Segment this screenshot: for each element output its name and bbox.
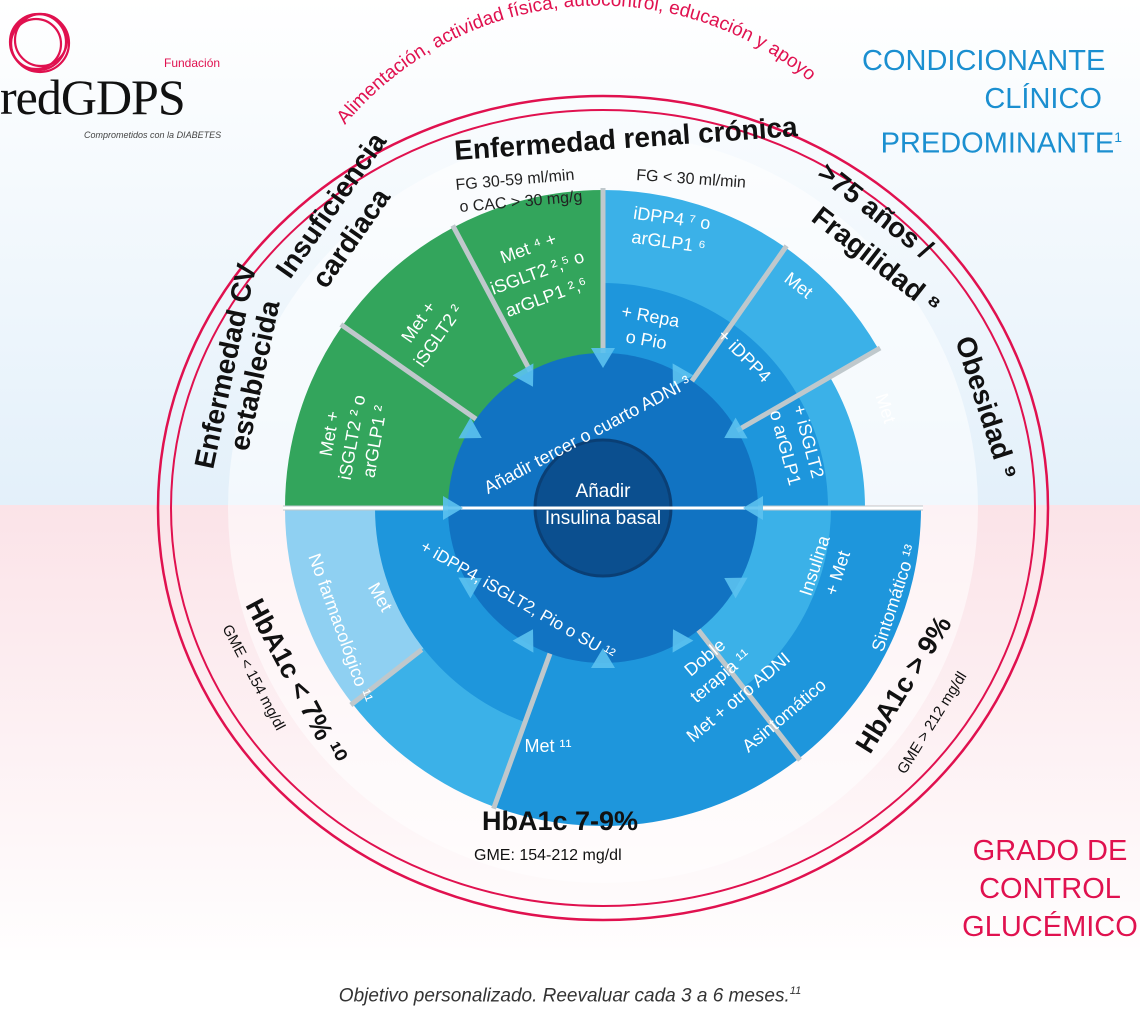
sector-ic [342,227,533,422]
middle-obes [732,395,828,508]
arrow-notch-icon [672,363,694,387]
separator-line [696,628,802,762]
hba1c-mid-sub: GME: 154-212 mg/dl [474,847,622,864]
middle-low-left [375,508,552,723]
flow-arrows [443,348,763,668]
arrow-notch-icon [458,417,482,439]
logo-name: redGDPS [0,69,186,125]
arrow-notch-icon [512,363,534,387]
heading-clinical-2: CLÍNICO [984,83,1102,115]
arrow-notch-icon [724,577,748,599]
outer-met-mid: Met ¹¹ [525,736,572,756]
sector-separators [283,188,923,810]
heading-glycemic: GRADO DE CONTROL GLUCÉMICO [960,832,1140,946]
arrow-notch-icon [743,496,763,520]
sector-cv [285,325,481,508]
logo-fundacion: Fundación [164,56,221,70]
logo-tagline: Comprometidos con la DIABETES [84,130,221,140]
heading-glycemic-2: CONTROL [979,873,1121,905]
arrow-notch-icon [591,648,615,668]
hba1c-mid: HbA1c 7-9% [482,806,638,836]
middle-ring [375,283,831,723]
arrow-notch-icon [512,629,534,653]
heading-clinical-3: PREDOMINANTE1 [880,127,1122,160]
middle-top-right [603,283,798,433]
heading-clinical-1: CONDICIONANTE [862,45,1106,77]
sector-asint [494,626,799,826]
arrow-notch-icon [591,348,615,368]
separator-line [491,652,553,810]
separator-line [735,345,882,433]
outer-red-ring [156,94,1050,922]
arrow-notch-icon [724,417,748,439]
arrow-notch-icon [458,577,482,599]
footer-band [0,960,1140,1028]
separator-line [349,647,424,707]
heading-clinical: CONDICIONANTE CLÍNICO PREDOMINANTE1 [862,42,1122,163]
middle-insulina [695,508,831,688]
core-line1: Añadir [576,481,632,502]
separator-line [450,224,533,373]
heading-glycemic-3: GLUCÉMICO [962,911,1138,943]
logo-rings-icon [8,12,71,74]
footer-note: Objetivo personalizado. Reevaluar cada 3… [338,985,802,1007]
logo-tagline-prefix: Comprometidos con la [84,130,175,140]
arrow-notch-icon [443,496,463,520]
logo-tagline-emph: DIABETES [176,130,222,140]
arrow-notch-icon [672,629,694,653]
heading-glycemic-1: GRADO DE [972,835,1128,867]
sector-erc1 [453,190,603,376]
inner-red-ring [170,109,1036,907]
core-line2: Insulina basal [545,508,661,529]
separator-line [689,244,789,383]
separator-line [339,322,478,422]
